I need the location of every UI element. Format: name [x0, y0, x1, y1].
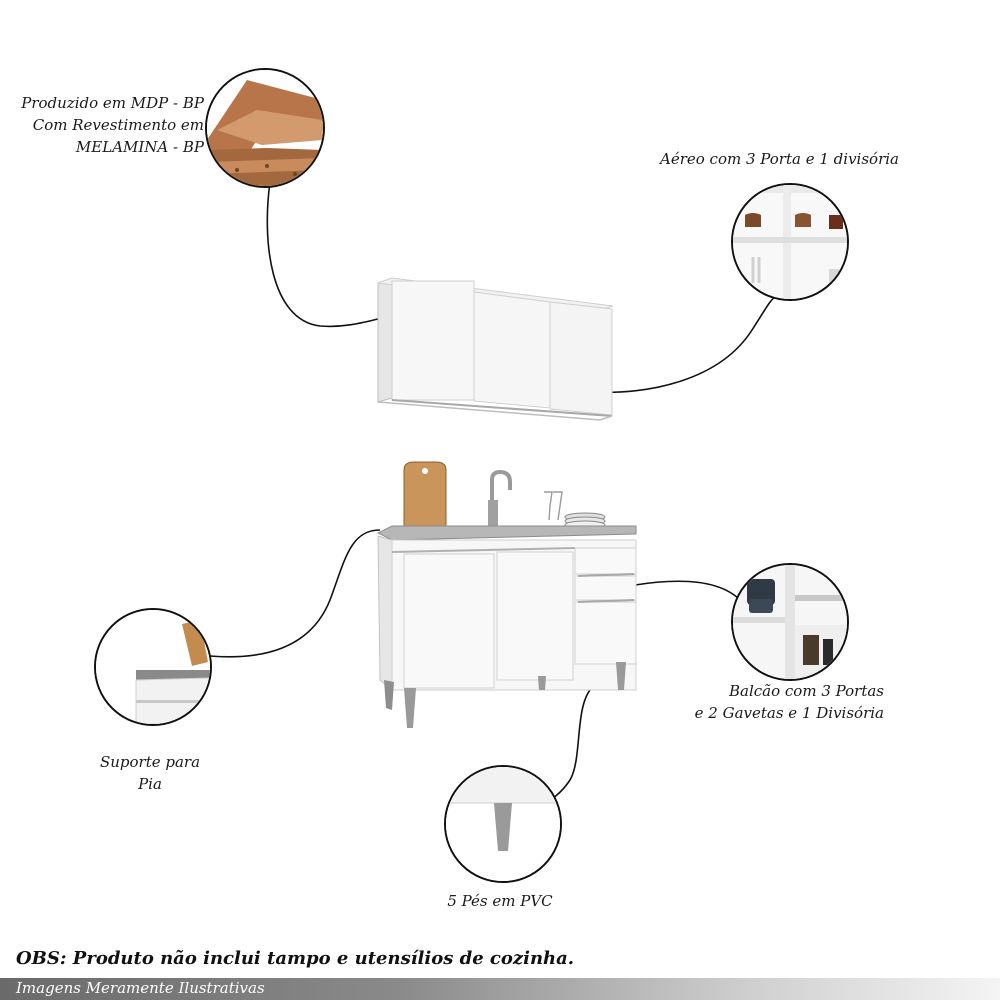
suporte-line-2: Pia	[138, 775, 162, 793]
obs-note: OBS: Produto não inclui tampo e utensíli…	[16, 948, 575, 969]
wall-cabinet	[377, 277, 614, 421]
suporte-line-1: Suporte para	[99, 753, 201, 771]
suporte-annotation: Suporte para Pia	[80, 751, 220, 795]
base-cabinet	[376, 461, 637, 728]
pes-pvc-detail	[444, 765, 562, 883]
pes-annotation: 5 Pés em PVC	[447, 892, 553, 910]
mdp-line-2: Com Revestimento em	[32, 116, 204, 134]
aereo-interior-detail	[731, 183, 849, 301]
mdp-line-1: Produzido em MDP - BP	[21, 94, 204, 112]
mdp-line-3: MELAMINA - BP	[75, 138, 204, 156]
mdp-annotation: Produzido em MDP - BP Com Revestimento e…	[20, 92, 204, 158]
mdp-material-detail	[205, 68, 325, 188]
suporte-pia-detail	[94, 608, 212, 726]
balcao-annotation: Balcão com 3 Portas e 2 Gavetas e 1 Divi…	[640, 680, 884, 724]
balcao-line-2: e 2 Gavetas e 1 Divisória	[694, 704, 884, 722]
aereo-annotation: Aéreo com 3 Porta e 1 divisória	[660, 150, 899, 168]
connector-lines	[209, 181, 777, 801]
disclaimer-bar: Imagens Meramente Ilustrativas	[0, 978, 1000, 1000]
balcao-line-1: Balcão com 3 Portas	[729, 682, 884, 700]
balcao-interior-detail	[731, 563, 849, 681]
disclaimer-text: Imagens Meramente Ilustrativas	[16, 979, 265, 997]
